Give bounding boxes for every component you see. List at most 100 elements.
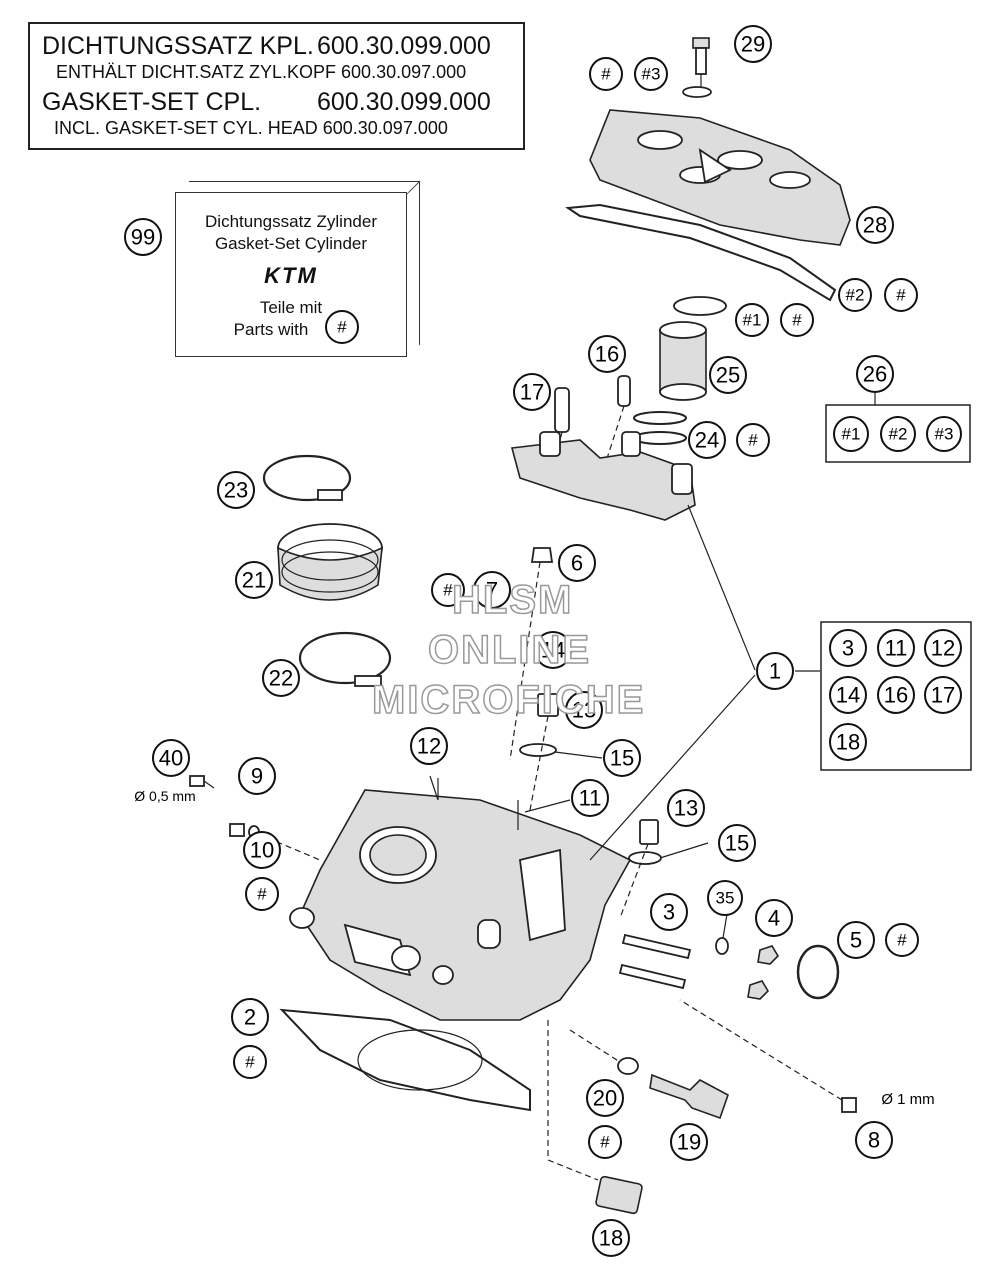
svg-text:#1: #1 (842, 425, 861, 444)
ktm-logo: KTM (264, 263, 318, 288)
svg-text:12: 12 (931, 636, 955, 661)
part-13-bolt-top (519, 693, 559, 811)
part-21-intake-boot (277, 523, 383, 601)
part-13-15-bolt-side (619, 819, 662, 919)
callout-28: 28 (856, 206, 894, 244)
svg-text:2: 2 (244, 1005, 256, 1030)
gasket-set-line1-number: 600.30.099.000 (317, 32, 491, 60)
callout-35: 35 (707, 880, 743, 916)
svg-text:15: 15 (725, 831, 749, 856)
svg-text:18: 18 (599, 1226, 623, 1251)
svg-text:4: 4 (768, 906, 780, 931)
svg-text:#: # (601, 65, 611, 84)
callout-11: 11 (571, 779, 609, 817)
svg-text:3: 3 (842, 636, 854, 661)
part-40-jet (189, 775, 215, 789)
leader-lines (429, 390, 876, 939)
svg-text:14: 14 (541, 638, 565, 663)
gasket-set-line1-label: DICHTUNGSSATZ KPL. (42, 32, 314, 60)
svg-text:40: 40 (159, 746, 183, 771)
callout-29: 29 (734, 25, 772, 63)
gasket-set-box: DICHTUNGSSATZ KPL. 600.30.099.000 ENTHÄL… (28, 22, 525, 150)
group-1-item-17: 17 (924, 676, 962, 714)
marker-10: # (245, 877, 279, 911)
svg-text:19: 19 (677, 1130, 701, 1155)
gasket-set-line1: DICHTUNGSSATZ KPL. 600.30.099.000 (42, 32, 491, 61)
svg-text:3: 3 (663, 900, 675, 925)
callout-99: 99 (124, 218, 162, 256)
kit-title-de: Dichtungssatz Zylinder (205, 212, 377, 231)
group-1-item-12: 12 (924, 629, 962, 667)
group-1-item-11: 11 (877, 629, 915, 667)
svg-text:16: 16 (595, 342, 619, 367)
marker-25-a: #1 (735, 303, 769, 337)
svg-text:5: 5 (850, 928, 862, 953)
callout-15-side: 15 (718, 824, 756, 862)
part-29-bolt (682, 37, 712, 98)
svg-text:7: 7 (486, 578, 498, 603)
gasket-kit-box: Dichtungssatz Zylinder Gasket-Set Cylind… (175, 192, 407, 357)
part-8-jet (679, 999, 857, 1113)
watermark-line2: ONLINE (427, 627, 592, 673)
callout-7: 7 (473, 571, 511, 609)
callout-14: 14 (534, 631, 572, 669)
callout-15-top: 15 (603, 739, 641, 777)
part-20-19-sensor (569, 1029, 729, 1120)
gasket-set-line2: ENTHÄLT DICHT.SATZ ZYL.KOPF 600.30.097.0… (56, 62, 467, 82)
marker-25-b: # (780, 303, 814, 337)
callout-3: 3 (650, 893, 688, 931)
svg-text:#: # (337, 318, 347, 337)
callout-8: 8 (855, 1121, 893, 1159)
group-26-item-3: #3 (926, 416, 962, 452)
kit-parts-en: Parts with (233, 320, 309, 339)
callout-19: 19 (670, 1123, 708, 1161)
callout-1: 1 (756, 652, 794, 690)
group-1-item-14: 14 (829, 676, 867, 714)
callout-40: 40 (152, 739, 190, 777)
svg-text:#: # (443, 581, 453, 600)
part-5-o-ring (796, 944, 840, 1000)
marker-2: # (233, 1045, 267, 1079)
svg-text:#: # (792, 311, 802, 330)
svg-text:13: 13 (572, 698, 596, 723)
svg-text:21: 21 (242, 568, 266, 593)
svg-text:6: 6 (571, 551, 583, 576)
callout-22: 22 (262, 659, 300, 697)
svg-text:#: # (896, 286, 906, 305)
part-22-clamp (298, 631, 392, 687)
group-1-item-3: 3 (829, 629, 867, 667)
callout-9: 9 (238, 757, 276, 795)
svg-text:#: # (245, 1053, 255, 1072)
watermark-line3: MICROFICHE (371, 677, 646, 723)
part-6-cap (509, 547, 554, 761)
callout-23: 23 (217, 471, 255, 509)
marker-28-b: # (884, 278, 918, 312)
gasket-set-line3: GASKET-SET CPL. 600.30.099.000 (42, 88, 491, 117)
callout-6: 6 (558, 544, 596, 582)
dimension-0-5mm: Ø 0,5 mm (134, 788, 195, 804)
svg-text:24: 24 (695, 428, 719, 453)
kit-title-en: Gasket-Set Cylinder (214, 234, 368, 253)
callout-2: 2 (231, 998, 269, 1036)
part-18-plug (547, 1020, 643, 1215)
callout-13-top: 13 (565, 691, 603, 729)
part-35-washer (715, 937, 729, 955)
part-25-sleeve (659, 296, 727, 401)
watermark-line1: HLSM (451, 577, 574, 623)
svg-text:11: 11 (579, 786, 602, 811)
callout-13-side: 13 (667, 789, 705, 827)
part-4-nuts (747, 945, 780, 1000)
marker-7: # (431, 573, 465, 607)
marker-5: # (885, 923, 919, 957)
svg-text:15: 15 (610, 746, 634, 771)
svg-text:23: 23 (224, 478, 248, 503)
svg-text:28: 28 (863, 213, 887, 238)
gasket-set-line3-number: 600.30.099.000 (317, 88, 491, 116)
gasket-set-line4: INCL. GASKET-SET CYL. HEAD 600.30.097.00… (54, 118, 448, 138)
svg-text:11: 11 (885, 636, 908, 661)
svg-text:#: # (600, 1133, 610, 1152)
group-26-item-2: #2 (880, 416, 916, 452)
kit-parts-de: Teile mit (259, 298, 323, 317)
svg-text:17: 17 (931, 683, 955, 708)
